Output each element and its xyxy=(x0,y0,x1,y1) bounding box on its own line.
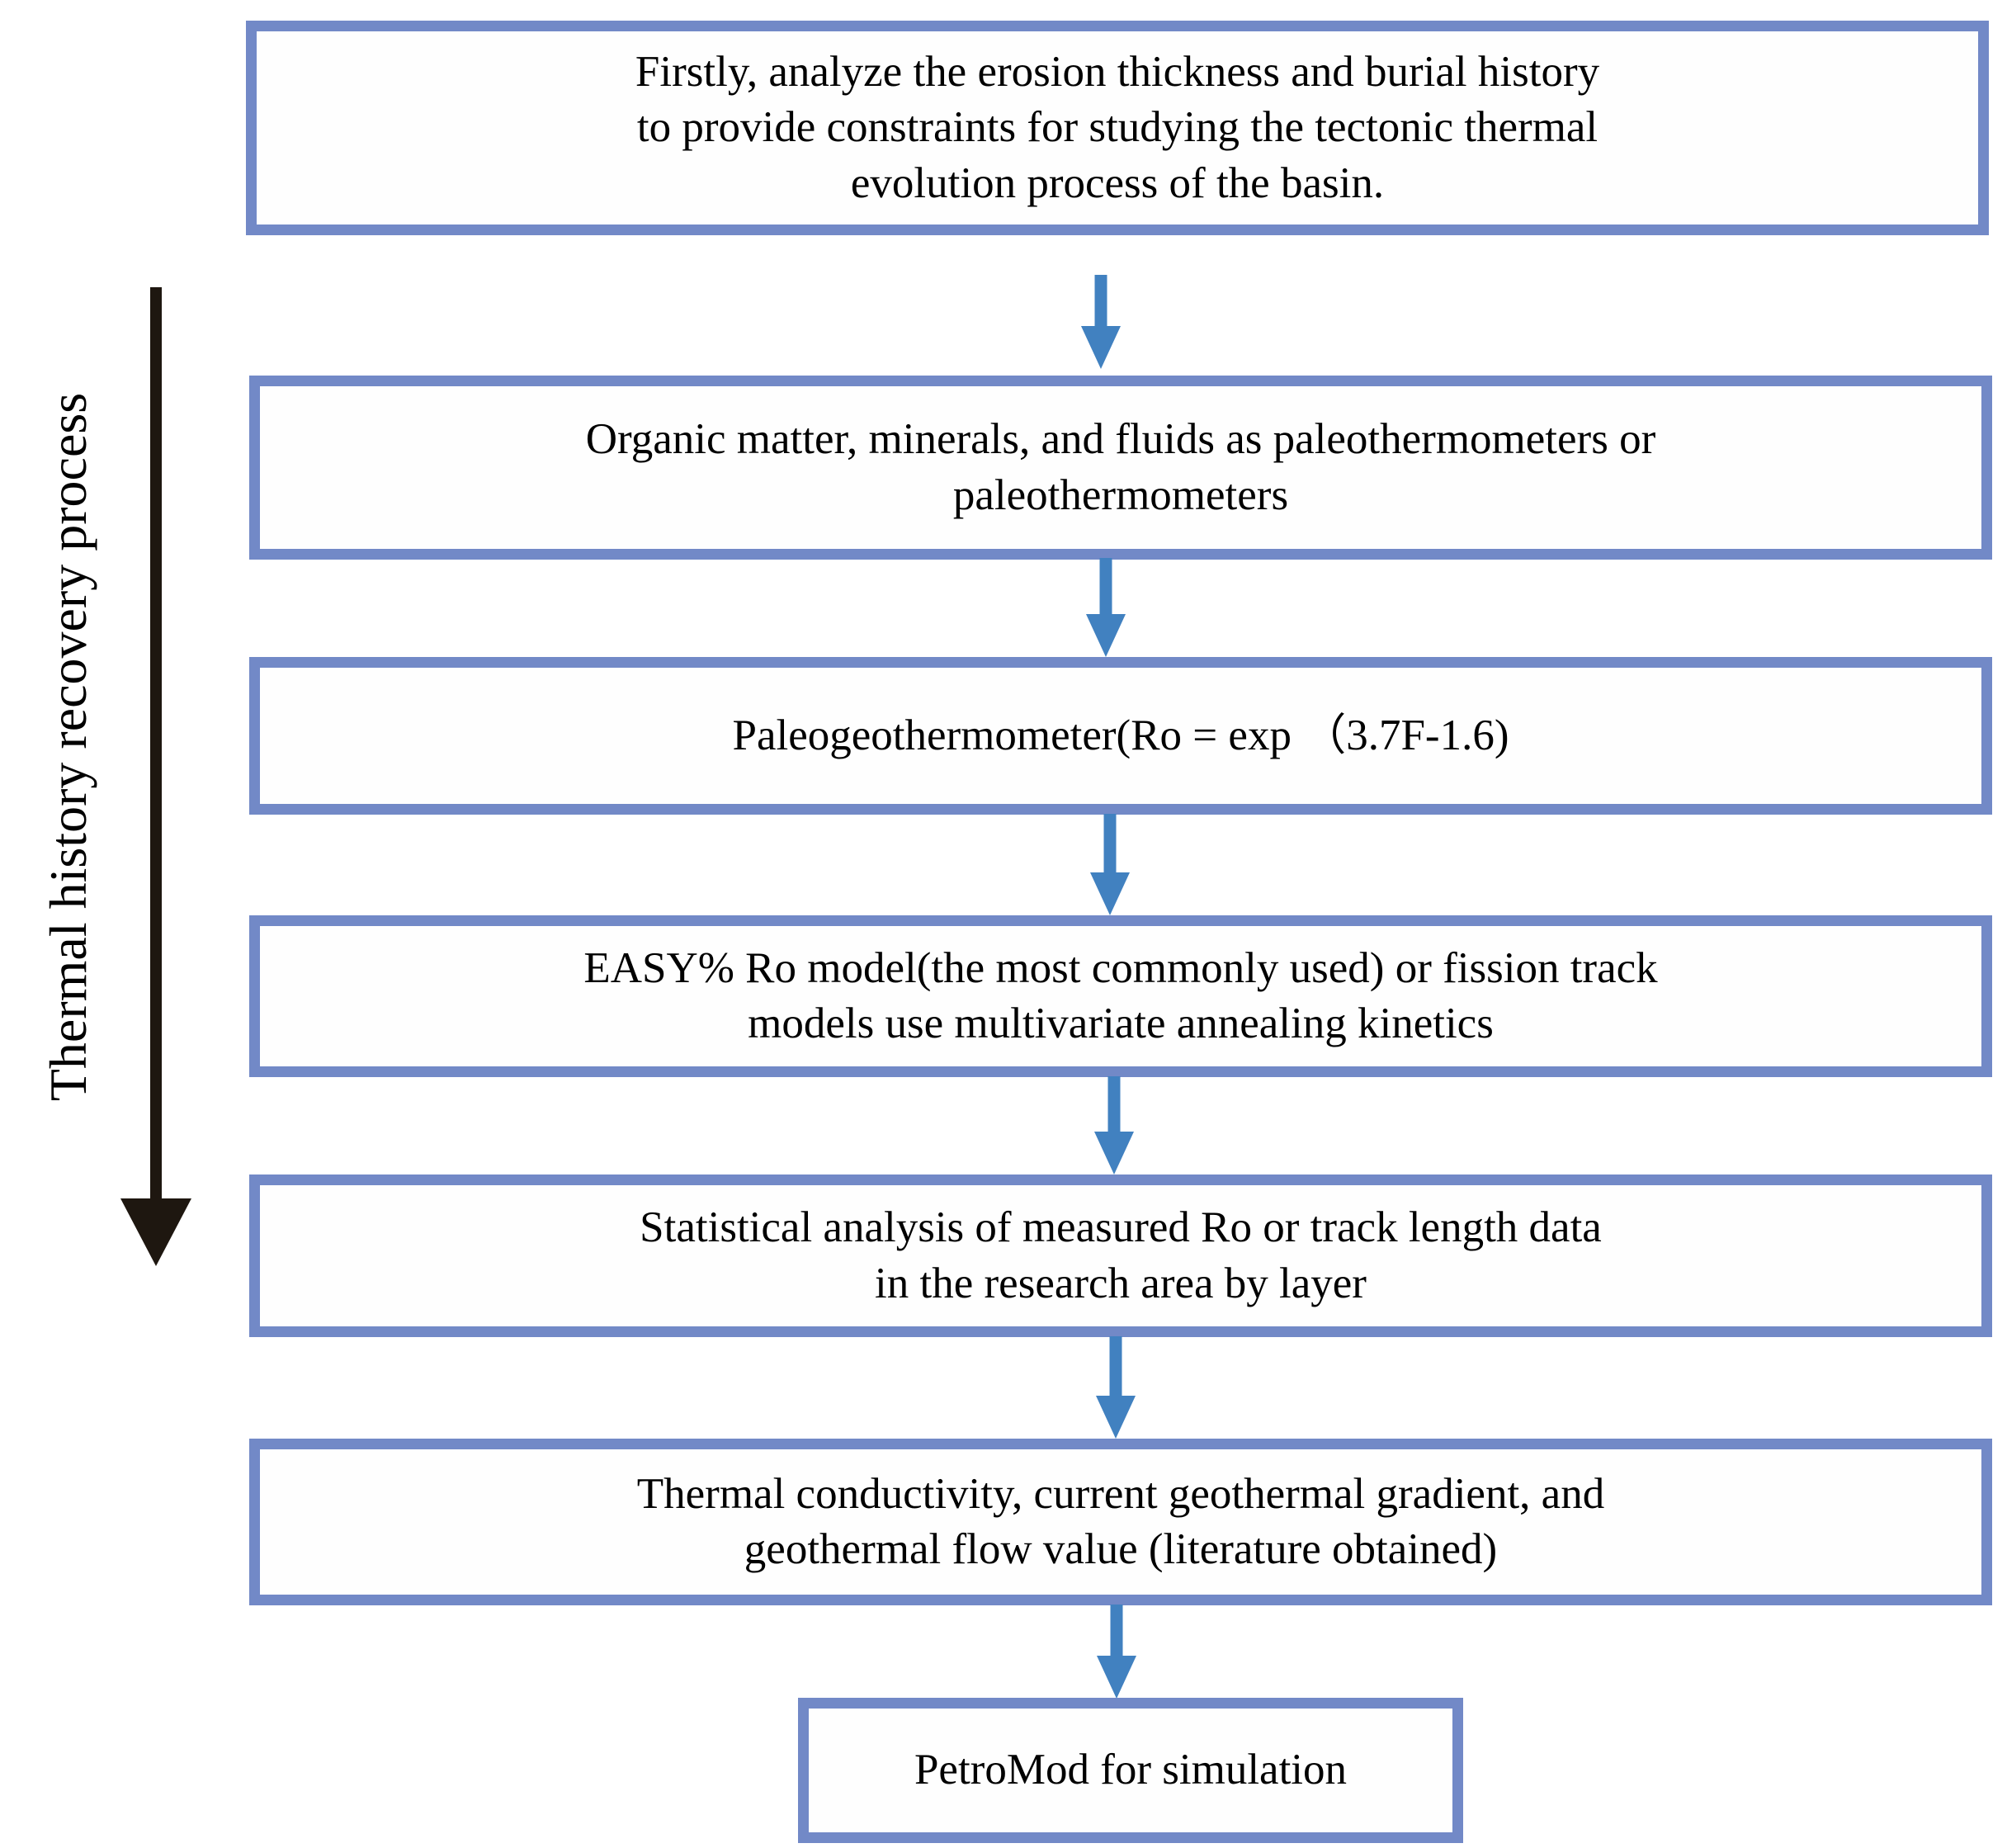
down-arrow-icon xyxy=(1097,1605,1136,1699)
flow-box-text: Firstly, analyze the erosion thickness a… xyxy=(635,48,1600,207)
flow-box-text: PetroMod for simulation xyxy=(914,1746,1348,1794)
flow-box-text: EASY% Ro model(the most commonly used) o… xyxy=(583,943,1658,1047)
flow-box-analyze-erosion: Firstly, analyze the erosion thickness a… xyxy=(246,21,1989,235)
down-arrow-icon xyxy=(1090,814,1130,915)
down-arrow-icon xyxy=(1086,558,1126,657)
process-axis-label-text: Thermal history recovery process xyxy=(39,392,97,1102)
process-direction-arrow-icon xyxy=(120,287,191,1266)
down-arrow-icon xyxy=(1096,1336,1136,1439)
flow-box-statistical-analysis: Statistical analysis of measured Ro or t… xyxy=(249,1174,1992,1337)
flow-box-text: Paleogeothermometer(Ro = exp （3.7F-1.6) xyxy=(732,711,1509,759)
down-arrow-icon xyxy=(1081,275,1121,369)
flow-box-petromod: PetroMod for simulation xyxy=(798,1698,1463,1843)
flow-box-text: Statistical analysis of measured Ro or t… xyxy=(640,1203,1602,1307)
process-axis-label: Thermal history recovery process xyxy=(7,276,130,1217)
flow-box-text: Organic matter, minerals, and fluids as … xyxy=(585,415,1656,519)
flow-box-organic-matter: Organic matter, minerals, and fluids as … xyxy=(249,376,1992,560)
flow-box-easy-ro-model: EASY% Ro model(the most commonly used) o… xyxy=(249,915,1992,1077)
down-arrow-icon xyxy=(1094,1076,1134,1174)
flow-box-paleogeothermometer: Paleogeothermometer(Ro = exp （3.7F-1.6) xyxy=(249,657,1992,815)
flow-box-thermal-conductivity: Thermal conductivity, current geothermal… xyxy=(249,1439,1992,1605)
flow-box-text: Thermal conductivity, current geothermal… xyxy=(636,1469,1605,1573)
